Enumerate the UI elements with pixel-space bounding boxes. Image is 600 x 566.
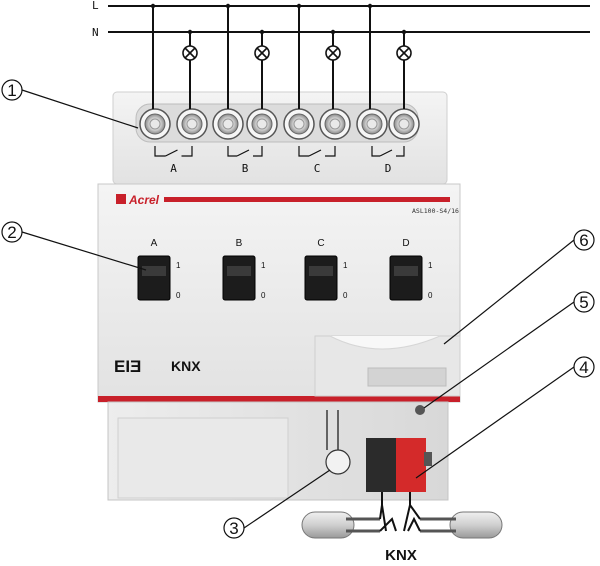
switch-label: B [236,238,243,249]
callouts: 1 2 3 4 5 6 [1,79,595,539]
relay-contact-symbol [227,146,263,157]
switch-on-label: 1 [343,261,348,270]
lamp-icon [254,45,270,61]
supply-wiring: L N [92,0,590,39]
switch-on-label: 1 [176,261,181,270]
switch-label: A [151,238,158,249]
lamp-icon [182,45,198,61]
brand-name: Acrel [128,193,160,207]
neutral-label: N [92,26,99,39]
brand-mark [116,194,126,204]
callout-6-leader [443,239,575,345]
lamp-icon [325,45,341,61]
terminal-channel-label: D [385,162,392,175]
manual-override-toggle[interactable] [137,255,171,301]
programming-button[interactable] [325,449,351,475]
knx-connector [366,438,432,505]
relay-contact-symbol [298,146,336,157]
terminal-screw [319,108,351,140]
lamp-icon [396,45,412,61]
load-wiring [150,3,412,109]
callout-5-number: 5 [579,293,588,312]
line-label: L [92,0,99,12]
channel-switch-b: B 1 0 [222,238,266,301]
callout-1-number: 1 [7,81,16,100]
switch-off-label: 0 [176,291,181,300]
terminal-screw [246,108,278,140]
switch-off-label: 0 [428,291,433,300]
callout-4-leader [415,366,575,479]
switch-row: A 1 0 B 1 0 C 1 0 D 1 0 [137,238,433,301]
switch-off-label: 0 [343,291,348,300]
knx-terminal-black [366,438,396,492]
terminal-screw [356,108,388,140]
manual-override-toggle[interactable] [304,255,338,301]
terminal-channel-label: B [242,162,249,175]
bus-label: KNX [385,547,417,564]
relay-contact-symbol [371,146,405,157]
terminal-screw [212,108,244,140]
model-number: ASL100-S4/16 [412,207,459,215]
terminal-block: A B C D [139,108,420,175]
channel-switch-a: A 1 0 [137,238,181,301]
switch-on-label: 1 [428,261,433,270]
terminal-channel-label: C [314,162,321,175]
terminal-screw [139,108,171,140]
terminal-channel-label: A [170,162,177,175]
callout-2-number: 2 [7,223,16,242]
callout-3-leader [243,469,331,529]
terminal-screw [388,108,420,140]
manual-override-toggle[interactable] [389,255,423,301]
programming-window [367,367,447,387]
knx-logo: KNX [171,358,201,374]
terminal-screw [176,108,208,140]
programming-led [415,405,425,415]
manual-override-toggle[interactable] [222,255,256,301]
callout-6-number: 6 [579,231,588,250]
knx-bus-cable: KNX [301,502,503,564]
programming-button-group [325,410,351,475]
knx-terminal-red [396,438,426,492]
callout-4-number: 4 [579,358,588,377]
switch-on-label: 1 [261,261,266,270]
callout-5-leader [423,301,575,409]
accent-stripe-top [164,197,450,202]
callout-3-number: 3 [229,519,238,538]
relay-contact-symbol [154,146,193,157]
switch-label: D [402,238,409,249]
terminal-screw [283,108,315,140]
callout-1-leader [21,89,139,129]
accent-stripe-bottom [98,396,460,402]
eib-logo: EIƎ [114,357,141,376]
channel-switch-d: D 1 0 [389,238,433,301]
switch-label: C [317,238,324,249]
channel-switch-c: C 1 0 [304,238,348,301]
callout-2-leader [21,231,147,271]
switch-off-label: 0 [261,291,266,300]
